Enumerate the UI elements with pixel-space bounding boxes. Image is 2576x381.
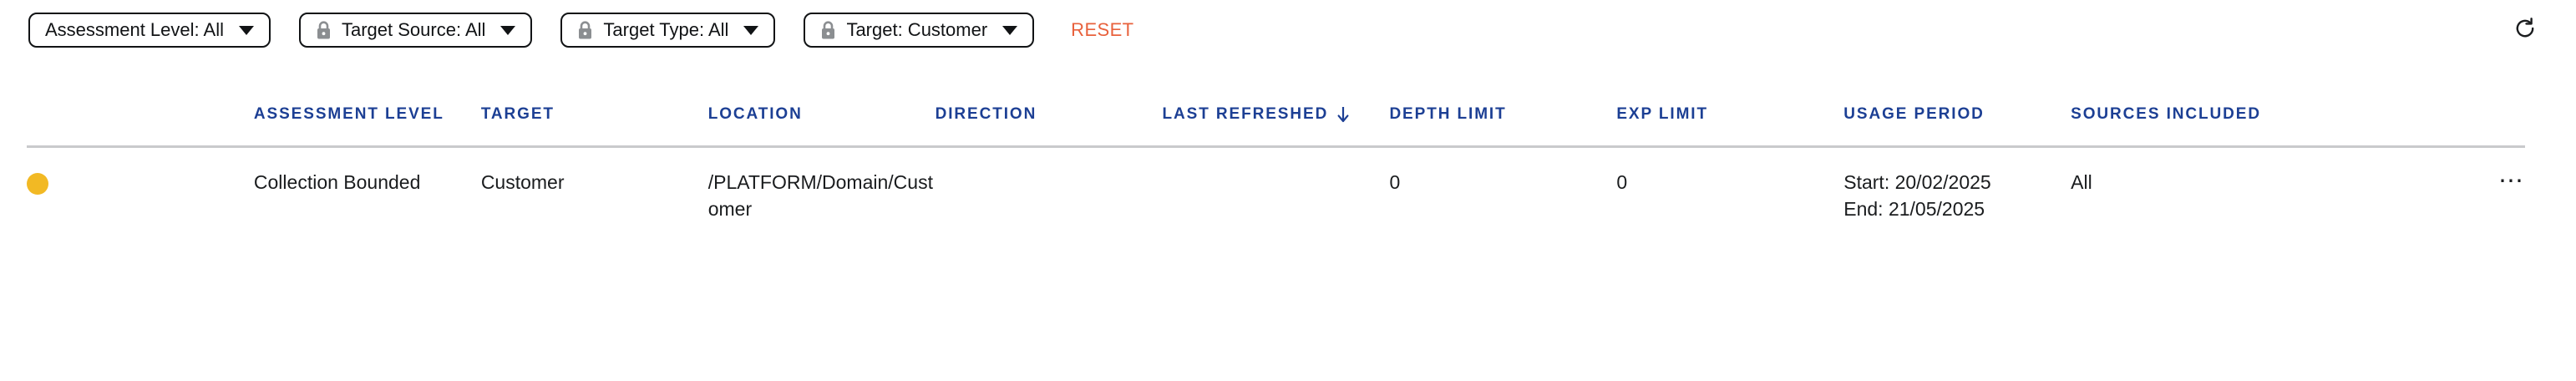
column-header-usage-period-label: USAGE PERIOD [1843,105,1985,123]
chevron-down-icon [1002,25,1018,35]
column-header-sources-included[interactable]: SOURCES INCLUDED [2071,87,2298,147]
column-header-direction-label: DIRECTION [935,105,1037,123]
filter-target-source[interactable]: Target Source: All [298,13,533,48]
column-header-assessment-level[interactable]: ASSESSMENT LEVEL [254,87,481,147]
usage-period-start: Start: 20/02/2025 [1843,171,1991,193]
cell-location: /PLATFORM/Domain/Customer [708,147,936,245]
cell-status [27,147,254,245]
filter-target-source-label: Target Source: All [341,19,486,40]
chevron-down-icon [238,25,254,35]
cell-last-refreshed [1163,147,1390,245]
refresh-icon [2513,16,2538,45]
table-row[interactable]: Collection Bounded Customer /PLATFORM/Do… [27,147,2525,245]
column-header-exp-limit[interactable]: EXP LIMIT [1616,87,1843,147]
refresh-button[interactable] [2511,16,2539,44]
column-header-target[interactable]: TARGET [481,87,708,147]
lock-icon [316,20,332,40]
column-header-location-label: LOCATION [707,105,803,123]
column-header-sources-included-label: SOURCES INCLUDED [2071,105,2261,123]
column-header-actions [2298,87,2525,147]
column-header-exp-limit-label: EXP LIMIT [1616,105,1708,123]
column-header-depth-limit-label: DEPTH LIMIT [1389,105,1507,123]
lock-icon [577,20,593,40]
column-header-assessment-level-label: ASSESSMENT LEVEL [253,105,444,123]
cell-depth-limit: 0 [1389,171,1401,193]
results-table: ASSESSMENT LEVEL TARGET LOCATION DIRECTI… [27,87,2525,244]
row-overflow-menu-icon[interactable]: ⋯ [2498,167,2525,195]
column-header-target-label: TARGET [480,105,555,123]
column-header-last-refreshed[interactable]: LAST REFRESHED [1163,87,1390,147]
filter-target[interactable]: Target: Customer [804,13,1035,48]
cell-usage-period: Start: 20/02/2025 End: 21/05/2025 [1843,147,2071,245]
filter-bar: Assessment Level: All Target Source: All… [0,0,2576,60]
cell-sources-included: All [2071,171,2092,193]
column-header-location[interactable]: LOCATION [708,87,936,147]
status-badge [27,173,48,195]
reset-button[interactable]: RESET [1071,19,1134,40]
column-header-last-refreshed-label: LAST REFRESHED [1162,105,1329,123]
filter-assessment-level[interactable]: Assessment Level: All [28,13,271,48]
chevron-down-icon [500,25,516,35]
column-header-usage-period[interactable]: USAGE PERIOD [1843,87,2071,147]
column-header-direction[interactable]: DIRECTION [936,87,1163,147]
filter-target-type-label: Target Type: All [603,19,729,40]
lock-icon [820,20,836,40]
column-header-status [27,87,254,147]
cell-actions: ⋯ [2298,147,2525,245]
cell-assessment-level: Collection Bounded [253,171,421,193]
cell-direction [936,147,1163,245]
chevron-down-icon [743,25,759,35]
filter-assessment-level-label: Assessment Level: All [45,19,224,40]
usage-period-end: End: 21/05/2025 [1843,197,1985,220]
filter-target-label: Target: Customer [846,19,988,40]
filter-target-type[interactable]: Target Type: All [560,13,776,48]
sort-descending-icon [1336,106,1350,123]
location-path: /PLATFORM/Domain/Customer [707,171,933,220]
cell-target: Customer [480,171,565,193]
cell-exp-limit: 0 [1616,171,1628,193]
column-header-depth-limit[interactable]: DEPTH LIMIT [1389,87,1616,147]
table-header-row: ASSESSMENT LEVEL TARGET LOCATION DIRECTI… [27,87,2525,147]
